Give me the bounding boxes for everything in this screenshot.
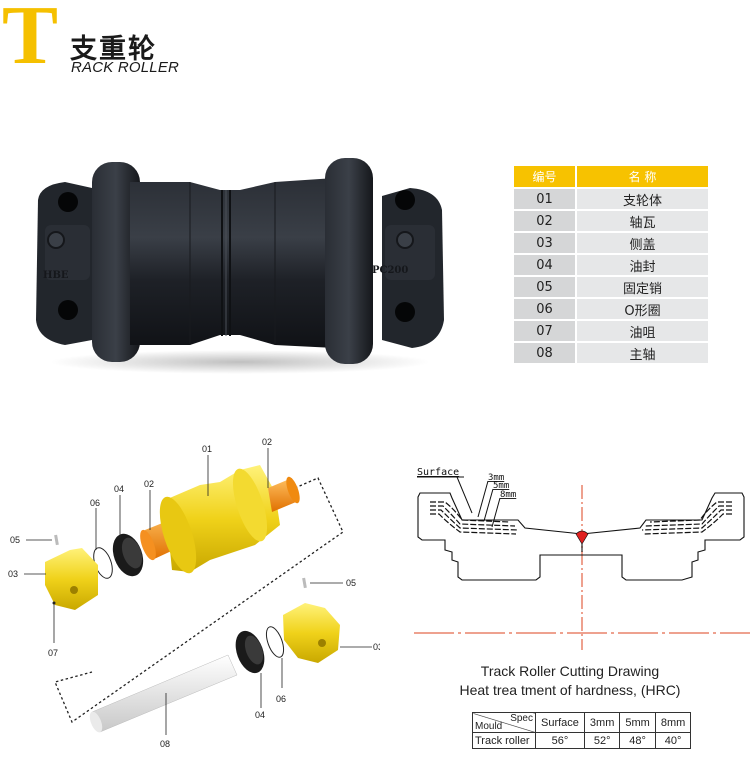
header-number: 编号 [514,166,577,187]
part-name: 固定销 [577,277,708,297]
part-number: 08 [514,343,577,363]
callout-08: 08 [160,739,170,749]
part-number: 03 [514,233,577,253]
label-5mm: 5mm [493,481,509,491]
part-name: O形圈 [577,299,708,319]
callout-05: 05 [10,535,20,545]
part-number: 07 [514,321,577,341]
part-name: 油咀 [577,321,708,341]
hardness-value: 52° [583,732,621,749]
brand-header: T 支重轮 RACK ROLLER [0,0,200,80]
logo-letter: T [2,0,59,82]
cross-section-diagram: Surface 3mm 5mm 8mm [414,467,750,650]
label-8mm: 8mm [500,490,516,500]
part-name: 侧盖 [577,233,708,253]
column-header: 5mm [619,712,656,733]
track-roller-photo: HBE PC200 [30,140,450,380]
callout-03: 03 [373,642,380,652]
part-number: 01 [514,189,577,209]
parts-table-header: 编号 名 称 [514,166,708,187]
part-name: 主轴 [577,343,708,363]
part-name: 轴瓦 [577,211,708,231]
callout-06: 06 [276,694,286,704]
callout-05: 05 [346,578,356,588]
column-header: 8mm [654,712,692,733]
callout-02: 02 [262,437,272,447]
hardness-table: Spec Mould Surface 3mm 5mm 8mm Track rol… [472,712,692,749]
callout-04: 04 [255,710,265,720]
table-row: Track roller 56° 52° 48° 40° [472,732,692,749]
drawing-caption-subtitle: Heat trea tment of hardness, (HRC) [459,682,681,698]
callout-01: 01 [202,444,212,454]
header-name: 名 称 [577,166,708,187]
corner-cell: Spec Mould [472,712,536,733]
svg-text:PC200: PC200 [372,265,408,276]
title-chinese: 支重轮 [70,34,157,65]
part-name: 支轮体 [577,189,708,209]
column-header: 3mm [583,712,621,733]
drawing-caption-title: Track Roller Cutting Drawing [480,663,660,679]
hardness-value: 48° [619,732,656,749]
title-english: RACK ROLLER [71,59,180,76]
hardness-value: 40° [654,732,692,749]
corner-spec-label: Spec [510,713,533,724]
column-header: Surface [535,712,585,733]
callout-04: 04 [114,484,124,494]
part-number: 02 [514,211,577,231]
callout-06: 06 [90,498,100,508]
svg-text:HBE: HBE [43,270,69,281]
part-number: 06 [514,299,577,319]
row-header: Track roller [472,732,536,749]
exploded-view-image: 01 02 02 03 03 04 04 05 05 06 06 07 08 [8,437,383,749]
part-number: 05 [514,277,577,297]
part-name: 油封 [577,255,708,275]
callout-03: 03 [8,569,18,579]
part-number: 04 [514,255,577,275]
label-3mm: 3mm [488,473,504,483]
callout-07: 07 [48,648,58,658]
hardness-header-row: Spec Mould Surface 3mm 5mm 8mm [472,712,692,733]
callout-02: 02 [144,479,154,489]
cutting-drawing: Surface 3mm 5mm 8mm [400,450,750,650]
hardness-value: 56° [535,732,585,749]
corner-mould-label: Mould [475,721,503,732]
track-roller-image: HBE PC200 [36,158,444,374]
label-surface: Surface [417,467,459,478]
exploded-view-diagram: 01 02 02 03 03 04 04 05 05 06 06 07 08 [0,420,383,760]
